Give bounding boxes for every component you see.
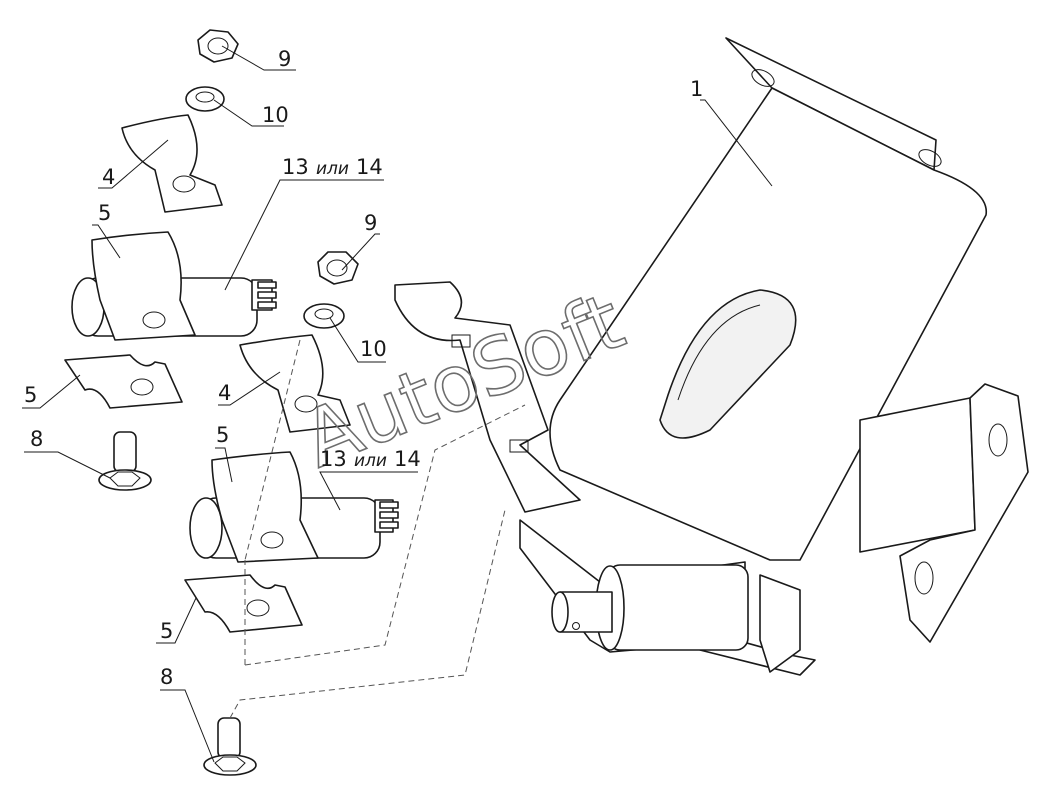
label-part-13-lower: 13 xyxy=(320,447,347,471)
clamp-part-4-upper xyxy=(121,114,223,213)
label-part-5-lower-b: 5 xyxy=(160,619,173,643)
bracket-part-1 xyxy=(519,37,1029,676)
label-part-9-lower: 9 xyxy=(364,211,377,235)
bolt-part-8-upper xyxy=(98,431,152,491)
label-part-10-upper: 10 xyxy=(262,103,289,127)
nut-part-9-lower xyxy=(317,251,359,285)
label-part-10-lower: 10 xyxy=(360,337,387,361)
clamp-part-5-lower-lower xyxy=(184,574,303,633)
label-part-5-lower-a: 5 xyxy=(216,423,229,447)
label-or-lower: или xyxy=(354,451,387,471)
capacitor-part-13-lower xyxy=(189,451,399,563)
label-part-13-upper: 13 xyxy=(282,155,309,179)
strap-connector xyxy=(394,281,581,513)
label-part-14-lower: 14 xyxy=(394,447,421,471)
label-part-4-lower: 4 xyxy=(218,381,231,405)
label-part-9-upper: 9 xyxy=(278,47,291,71)
assembly-lines xyxy=(229,339,526,719)
label-part-5-upper-b: 5 xyxy=(24,383,37,407)
label-part-4-upper: 4 xyxy=(102,165,115,189)
nut-part-9-upper xyxy=(197,29,239,63)
capacitor-part-13-upper xyxy=(71,231,277,341)
clamp-part-5-upper-lower xyxy=(64,354,183,409)
clamp-part-4-lower xyxy=(239,334,351,433)
label-part-5-upper-a: 5 xyxy=(98,201,111,225)
label-part-14-upper: 14 xyxy=(356,155,383,179)
label-or-upper: или xyxy=(316,159,349,179)
washer-part-10-lower xyxy=(303,303,345,329)
bolt-part-8-lower xyxy=(203,717,257,776)
label-part-8-upper: 8 xyxy=(30,427,43,451)
label-part-8-lower: 8 xyxy=(160,665,173,689)
label-part-1: 1 xyxy=(690,77,703,101)
leader-lines xyxy=(22,45,773,763)
washer-part-10-upper xyxy=(185,86,225,112)
part-labels: 9 10 4 13 или 14 5 5 8 9 10 4 5 13 или 1… xyxy=(24,47,703,689)
